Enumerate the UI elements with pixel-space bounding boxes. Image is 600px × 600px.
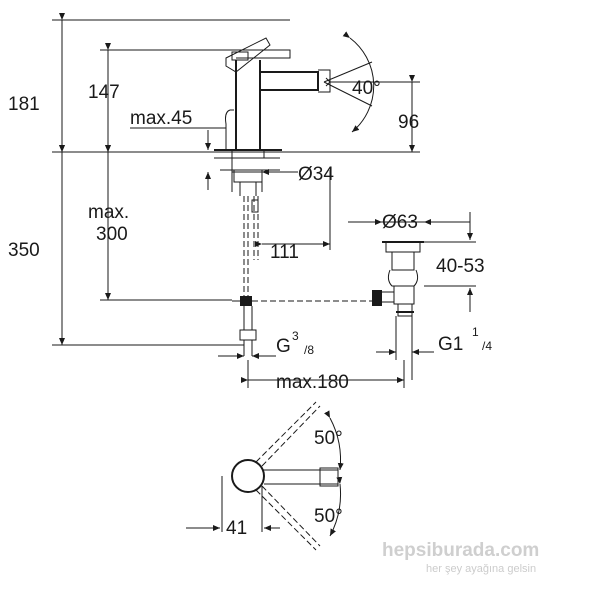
dim-g114: G1 1 /4 — [438, 325, 492, 355]
dim-g38: G 3 /8 — [276, 329, 314, 357]
dim-g38-base: G — [276, 336, 291, 357]
faucet-top-view — [231, 401, 339, 551]
drain-assembly — [372, 241, 424, 317]
dimension-lines — [52, 13, 476, 537]
dim-angle-40: 40° — [352, 78, 381, 99]
dim-300: 300 — [96, 224, 128, 245]
dim-max-label: max. — [88, 202, 129, 223]
dim-dia34: Ø34 — [298, 164, 334, 185]
dim-dia63: Ø63 — [382, 212, 418, 233]
dim-g38-num: 3 — [292, 329, 299, 343]
dim-g114-den: /4 — [482, 339, 492, 353]
dim-350: 350 — [8, 240, 40, 261]
dim-g114-base: G1 — [438, 334, 463, 355]
dim-111: 111 — [270, 242, 299, 263]
dim-max180: max.180 — [276, 372, 349, 393]
watermark-brand: hepsiburada.com — [382, 540, 539, 561]
dim-181: 181 — [8, 94, 40, 115]
dim-147: 147 — [88, 82, 120, 103]
dim-40-53: 40-53 — [436, 256, 485, 277]
dim-max45: max.45 — [130, 108, 192, 129]
dim-g38-den: /8 — [304, 343, 314, 357]
dim-angle-50-bottom: 50° — [314, 506, 343, 527]
watermark-tagline: her şey ayağına gelsin — [426, 563, 536, 575]
faucet-side-view — [214, 37, 372, 356]
watermark: hepsiburada.com her şey ayağına gelsin — [382, 540, 539, 575]
dim-41: 41 — [226, 518, 247, 539]
dim-96: 96 — [398, 112, 419, 133]
dim-angle-50-top: 50° — [314, 428, 343, 449]
dim-g114-num: 1 — [472, 325, 479, 339]
dimension-labels: 181 147 max.45 40° 96 Ø34 max. 300 350 1… — [8, 78, 492, 539]
